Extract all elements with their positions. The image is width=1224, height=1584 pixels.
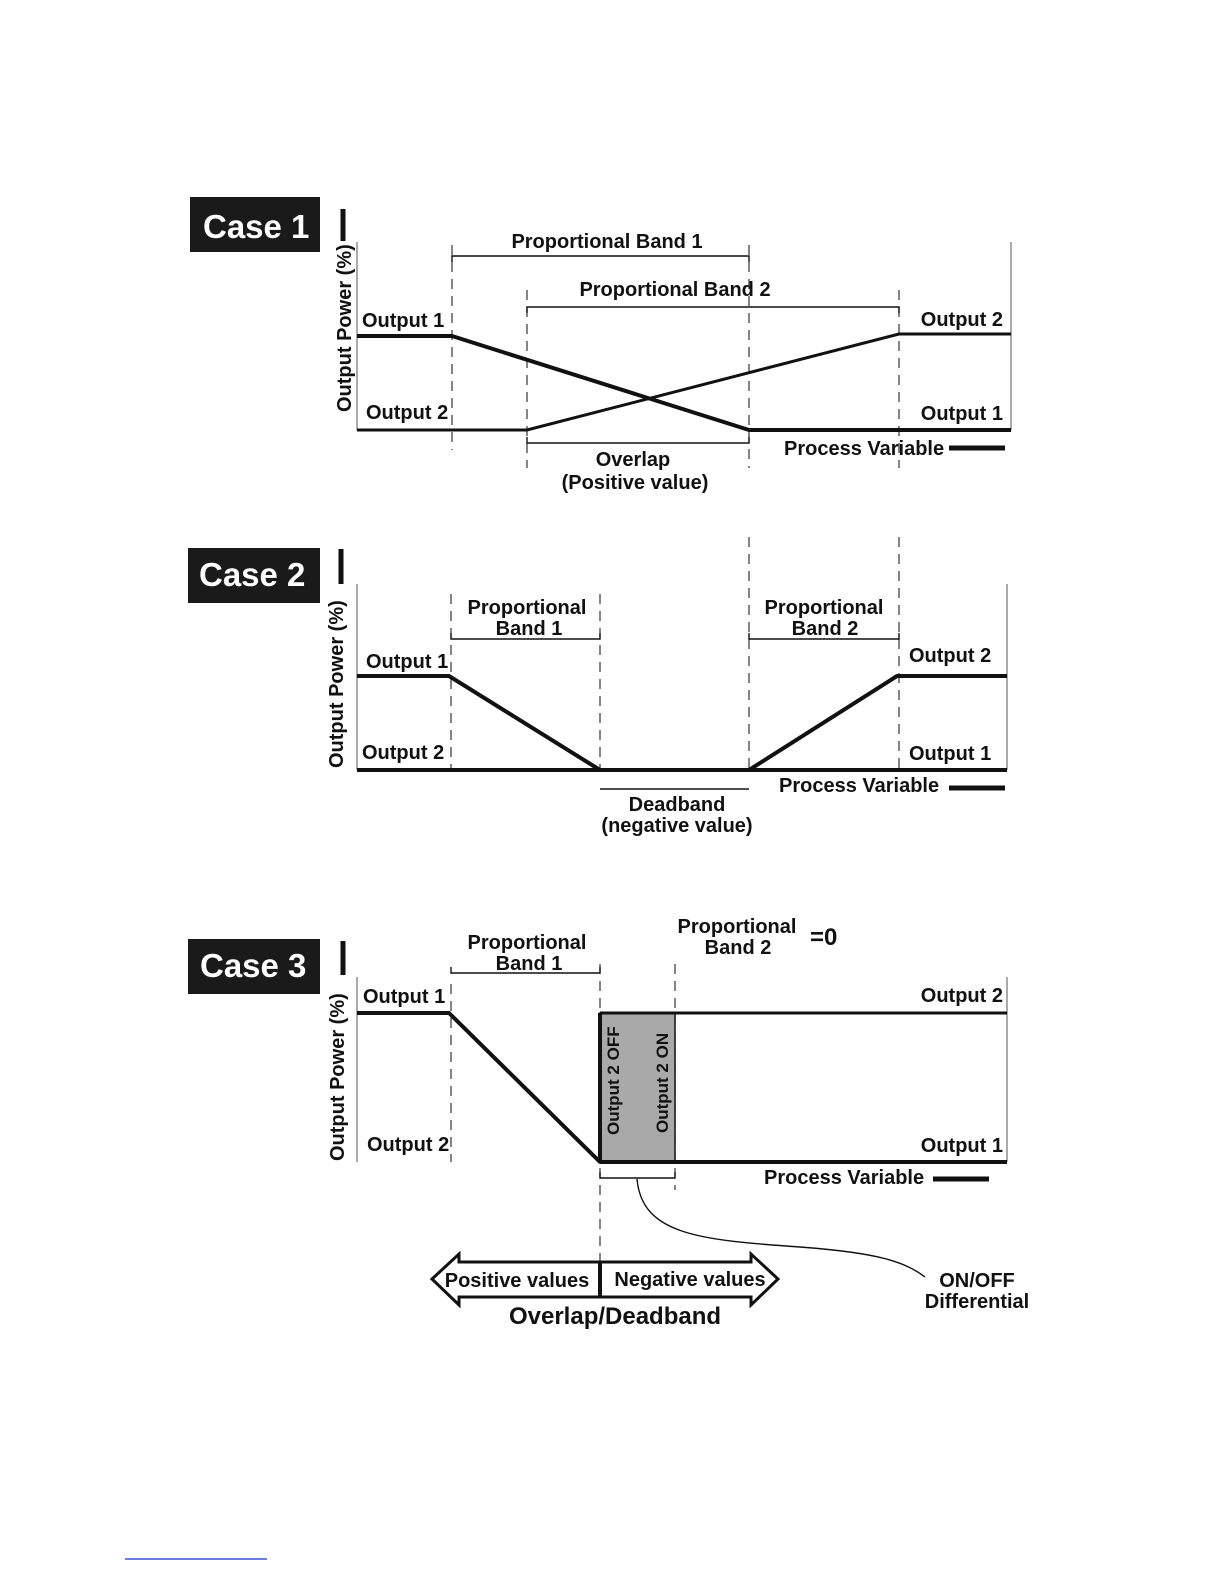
case1-band1-label: Proportional Band 1	[511, 231, 702, 253]
case1-output2-curve	[357, 332, 1011, 432]
case2-y-axis-label: Output Power (%)	[326, 600, 348, 768]
case2-x-axis-label: Process Variable	[779, 775, 939, 797]
case3-badge	[188, 939, 320, 994]
case3-band2-value: =0	[810, 924, 837, 951]
case3-x-axis-label: Process Variable	[764, 1167, 924, 1189]
case2-output2-curve	[357, 674, 1007, 772]
case3-positive-values-label: Positive values	[445, 1270, 590, 1292]
case3-overlap-deadband-arrow	[429, 1250, 781, 1309]
case2-band2-bracket	[748, 633, 900, 640]
case1-overlap-sublabel: (Positive value)	[562, 472, 709, 494]
case1-output1-curve	[357, 334, 1011, 432]
case3-left-bottom-label: Output 2	[367, 1134, 449, 1156]
case2-left-bottom-label: Output 2	[362, 742, 444, 764]
case3-output2-off-label: Output 2 OFF	[604, 1026, 623, 1135]
case3-band2-label: Proportional	[678, 916, 797, 938]
case3-differential-region	[599, 1012, 676, 1163]
case3-panel: Case 3 Output Power (%) Proportional Ban…	[188, 916, 1029, 1330]
case1-y-axis-label: Output Power (%)	[334, 244, 356, 412]
case2-deadband-label: Deadband	[629, 794, 726, 816]
case2-right-bottom-label: Output 1	[909, 743, 991, 765]
case2-badge	[188, 548, 320, 603]
case3-badge-label: Case 3	[200, 947, 306, 984]
case3-right-top-label: Output 2	[921, 985, 1003, 1007]
case1-panel: Case 1 Output Power (%) Proportional Ban…	[190, 197, 1012, 494]
case3-differential-sublabel: Differential	[925, 1291, 1029, 1313]
case3-negative-values-label: Negative values	[614, 1269, 765, 1291]
case2-band1-sublabel: Band 1	[496, 618, 563, 640]
case1-band1-bracket	[451, 255, 750, 262]
case3-band2-sublabel: Band 2	[705, 937, 772, 959]
case3-differential-label: ON/OFF	[939, 1270, 1015, 1292]
case3-differential-leader	[636, 1178, 926, 1278]
case3-output2-on-label: Output 2 ON	[653, 1033, 672, 1133]
case3-right-bottom-label: Output 1	[921, 1135, 1003, 1157]
case1-x-axis-label: Process Variable	[784, 438, 944, 460]
case2-right-top-label: Output 2	[909, 645, 991, 667]
case3-left-top-label: Output 1	[363, 986, 445, 1008]
case2-output1-curve	[357, 674, 1007, 772]
case3-y-axis-label: Output Power (%)	[327, 993, 349, 1161]
case1-band2-label: Proportional Band 2	[579, 279, 770, 301]
case1-right-top-label: Output 2	[921, 309, 1003, 331]
case2-band1-label: Proportional	[468, 597, 587, 619]
case2-left-top-label: Output 1	[366, 651, 448, 673]
case3-output1-curve	[357, 1011, 1007, 1164]
case3-band1-bracket	[450, 967, 601, 974]
case3-band1-label: Proportional	[468, 932, 587, 954]
case1-overlap-label: Overlap	[596, 449, 670, 471]
case1-badge	[190, 197, 320, 252]
case1-band2-bracket	[526, 306, 900, 313]
case1-overlap-bracket	[526, 437, 750, 444]
case2-deadband-sublabel: (negative value)	[601, 815, 752, 837]
case1-badge-label: Case 1	[203, 208, 309, 245]
case3-band1-sublabel: Band 1	[496, 953, 563, 975]
case2-band2-sublabel: Band 2	[792, 618, 859, 640]
case3-differential-bracket	[599, 1172, 676, 1179]
case1-right-bottom-label: Output 1	[921, 403, 1003, 425]
case2-band1-bracket	[450, 633, 601, 640]
case2-band2-label: Proportional	[765, 597, 884, 619]
case1-left-bottom-label: Output 2	[366, 402, 448, 424]
case1-left-top-label: Output 1	[362, 310, 444, 332]
case2-panel: Case 2 Output Power (%) Proportional Ban…	[188, 537, 1008, 837]
case3-overlap-deadband-label: Overlap/Deadband	[509, 1303, 721, 1330]
case2-badge-label: Case 2	[199, 556, 305, 593]
